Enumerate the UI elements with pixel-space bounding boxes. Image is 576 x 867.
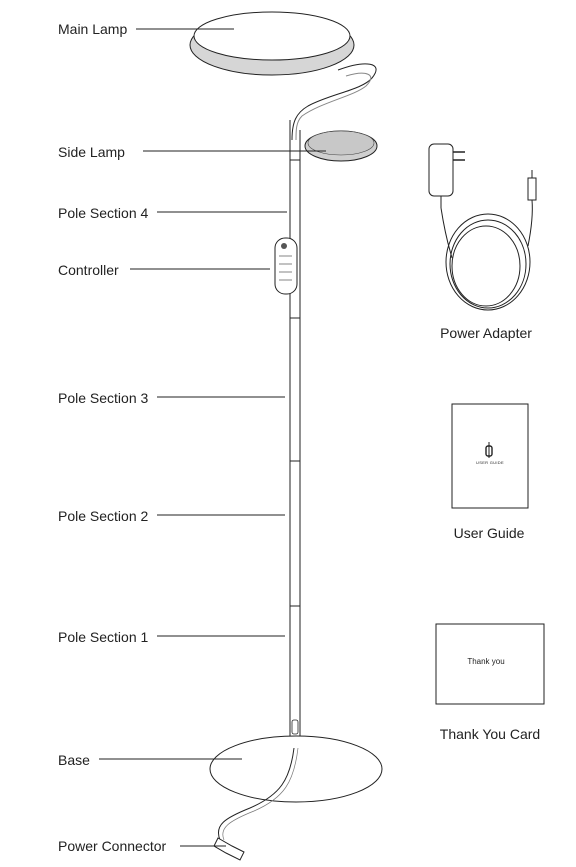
controller xyxy=(274,237,298,295)
callout-base: Base xyxy=(58,752,90,768)
main-lamp xyxy=(189,11,355,76)
side-lamp xyxy=(304,130,378,162)
callout-pole-section-3: Pole Section 3 xyxy=(58,390,149,406)
leader-lines xyxy=(99,28,326,847)
power-connector-plug xyxy=(213,837,245,861)
lamp-arm xyxy=(291,63,377,141)
thank-you-card-text: Thank you xyxy=(467,657,505,666)
callout-power-connector: Power Connector xyxy=(58,838,167,854)
callout-side-lamp: Side Lamp xyxy=(58,144,125,160)
pole xyxy=(289,120,301,748)
callout-pole-section-1: Pole Section 1 xyxy=(58,629,149,645)
callout-main-lamp: Main Lamp xyxy=(58,21,128,37)
callout-controller: Controller xyxy=(58,262,119,278)
callout-pole-section-4: Pole Section 4 xyxy=(58,205,149,221)
base xyxy=(209,735,383,803)
caption-thank-you-card: Thank You Card xyxy=(439,726,541,742)
power-cable xyxy=(218,747,295,841)
caption-user-guide: User Guide xyxy=(453,525,525,541)
caption-power-adapter: Power Adapter xyxy=(440,325,532,341)
user-guide-illustration xyxy=(451,403,529,509)
power-adapter-illustration xyxy=(428,143,537,311)
callout-pole-section-2: Pole Section 2 xyxy=(58,508,149,524)
user-guide-cover-text: USER GUIDE xyxy=(476,460,504,465)
thank-you-card-illustration xyxy=(435,623,545,705)
